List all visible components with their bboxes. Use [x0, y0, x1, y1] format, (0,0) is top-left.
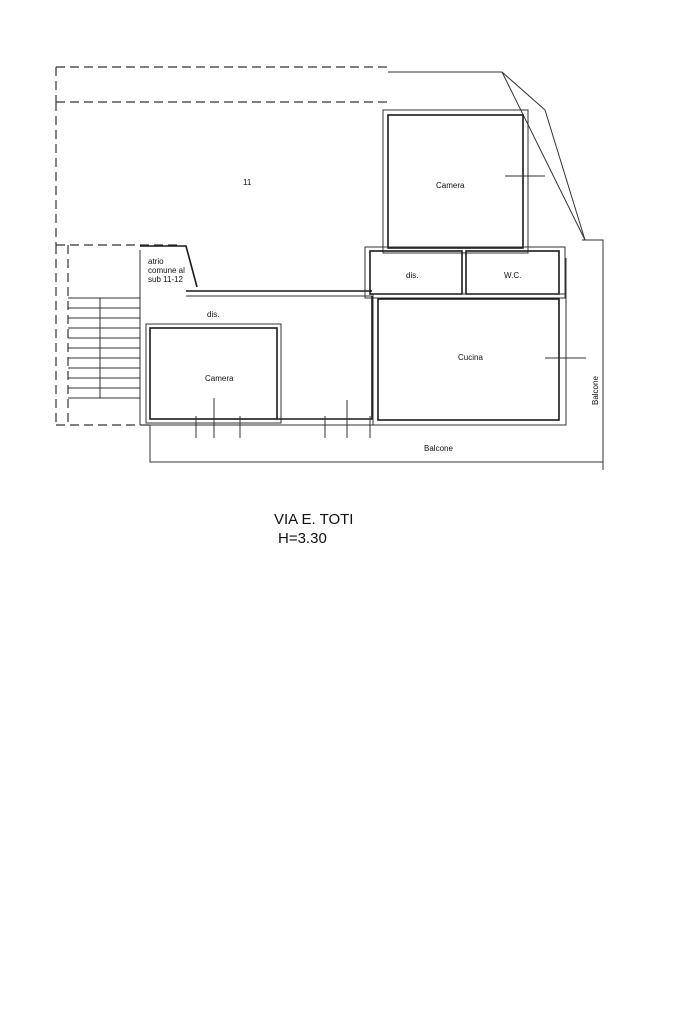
room-label-wc: W.C.: [504, 271, 521, 280]
openings: [195, 175, 586, 438]
unit-11-outline: [55, 66, 388, 426]
room-label-atrio-line1: atrio: [148, 257, 164, 266]
staircase: [68, 297, 140, 399]
room-label-balcone-bottom: Balcone: [424, 444, 453, 453]
room-label-camera-top: Camera: [436, 181, 465, 190]
room-label-atrio-line2: comune al: [148, 266, 185, 275]
room-label-dis-left: dis.: [207, 310, 219, 319]
building-edge-right: [149, 71, 604, 470]
room-label-balcone-right: Balcone: [591, 376, 600, 405]
room-label-dis-top: dis.: [406, 271, 418, 280]
street-caption: VIA E. TOTI: [274, 511, 353, 528]
unit-number-label: 11: [243, 178, 252, 187]
room-label-cucina: Cucina: [458, 353, 483, 362]
room-label-camera-left: Camera: [205, 374, 234, 383]
height-caption: H=3.30: [278, 530, 327, 547]
apartment-walls: [139, 109, 567, 426]
room-label-atrio-line3: sub 11-12: [148, 275, 184, 284]
